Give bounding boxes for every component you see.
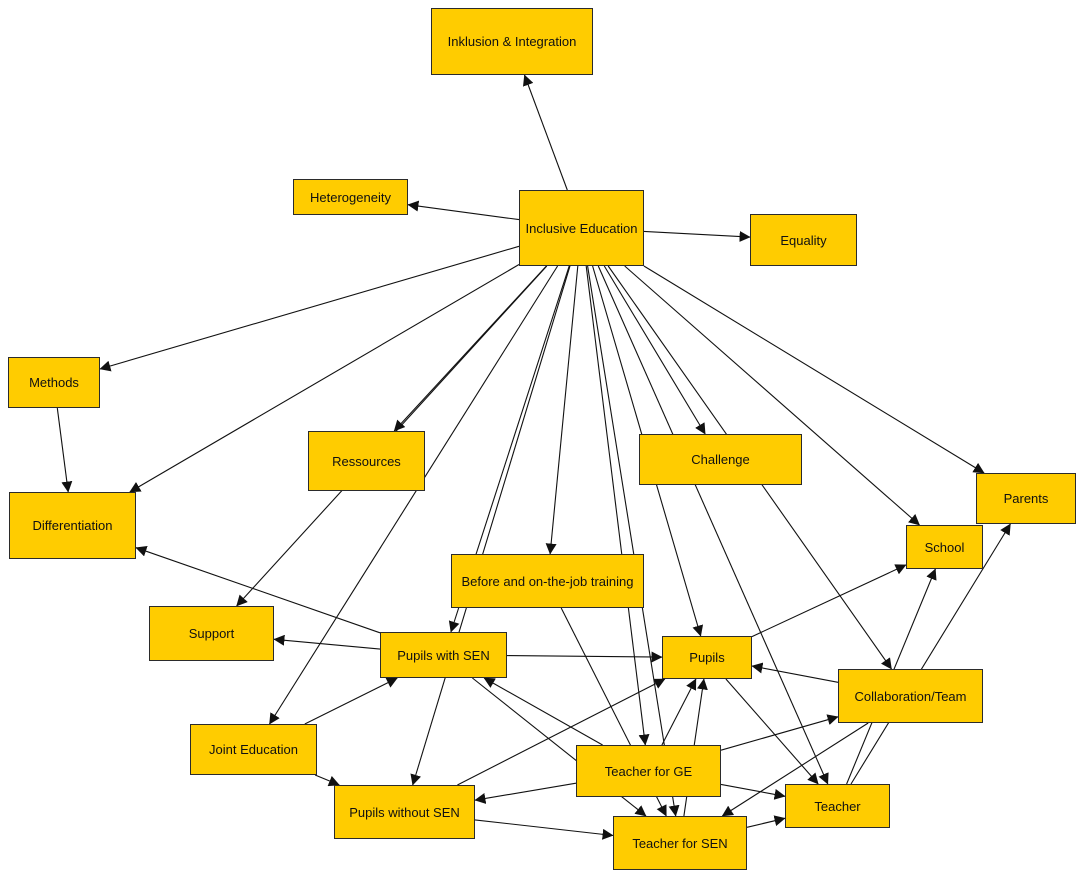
edge-teacherge-to-teacher	[720, 783, 786, 800]
edge-pupilssen-to-pupils	[506, 651, 663, 663]
edge-teacherge-to-collab	[720, 714, 839, 751]
node-label: Ressources	[332, 453, 401, 469]
node-heterogeneity[interactable]: Heterogeneity	[293, 179, 408, 215]
edge-inclusive-to-teachersen	[587, 265, 680, 817]
edge-inclusive-to-inklusion	[522, 74, 568, 191]
edge-inclusive-to-challenge	[603, 265, 706, 435]
node-joint-education[interactable]: Joint Education	[190, 724, 317, 775]
edge-inclusive-to-teacher	[597, 265, 829, 785]
edge-methods-to-differ	[56, 407, 73, 493]
node-label: School	[924, 539, 965, 555]
node-label: Before and on-the-job training	[461, 573, 634, 589]
node-teacher[interactable]: Teacher	[785, 784, 890, 828]
node-label: Parents	[1003, 491, 1049, 506]
edge-inclusive-to-methods	[99, 245, 520, 372]
node-label: Teacher for SEN	[632, 835, 728, 851]
edge-teacherge-to-pupils	[661, 678, 697, 746]
edge-pupilssen-to-differ	[135, 545, 381, 634]
node-label: Methods	[29, 375, 79, 390]
node-challenge[interactable]: Challenge	[639, 434, 802, 485]
edge-joint-to-pupilssen	[304, 677, 398, 725]
node-teacher-for-ge[interactable]: Teacher for GE	[576, 745, 721, 797]
edge-inclusive-to-training	[545, 265, 579, 555]
node-parents[interactable]: Parents	[976, 473, 1076, 524]
node-methods[interactable]: Methods	[8, 357, 100, 408]
edge-inclusive-to-joint	[269, 265, 559, 725]
node-equality[interactable]: Equality	[750, 214, 857, 266]
node-label: Collaboration/Team	[854, 688, 967, 704]
node-differentiation[interactable]: Differentiation	[9, 492, 136, 559]
node-inclusive-education[interactable]: Inclusive Education	[519, 190, 644, 266]
node-teacher-for-sen[interactable]: Teacher for SEN	[613, 816, 747, 870]
node-pupils-without-sen[interactable]: Pupils without SEN	[334, 785, 475, 839]
edge-joint-to-pupilswo	[314, 774, 340, 787]
node-pupils-with-sen[interactable]: Pupils with SEN	[380, 632, 507, 678]
edge-inclusive-to-school	[624, 265, 920, 526]
edge-inclusive-to-heterog	[407, 200, 520, 221]
node-pupils[interactable]: Pupils	[662, 636, 752, 679]
edge-inclusive-to-differ	[129, 264, 520, 493]
node-training[interactable]: Before and on-the-job training	[451, 554, 644, 608]
edge-collab-to-pupils	[751, 662, 839, 683]
edge-pupilswo-to-pupils	[457, 678, 666, 786]
node-label: Pupils	[689, 650, 725, 665]
node-ressources[interactable]: Ressources	[308, 431, 425, 491]
node-school[interactable]: School	[906, 525, 983, 569]
node-label: Pupils with SEN	[397, 647, 490, 663]
edge-teacher-to-parents	[850, 523, 1011, 785]
edge-pupils-to-school	[751, 564, 907, 638]
edge-inclusive-to-pupilswo	[410, 265, 571, 786]
edge-inclusive-to-teacherge	[585, 265, 650, 746]
node-label: Differentiation	[32, 518, 113, 533]
node-label: Support	[188, 626, 235, 641]
edge-pupils-to-teacher	[725, 678, 819, 785]
node-label: Teacher for GE	[604, 763, 693, 779]
node-label: Pupils without SEN	[349, 804, 460, 820]
node-label: Joint Education	[209, 742, 298, 757]
edge-pupilswo-to-teachersen	[474, 819, 614, 840]
node-label: Challenge	[691, 452, 750, 467]
node-label: Inklusion & Integration	[447, 34, 577, 49]
edge-teachersen-to-teacher	[746, 815, 786, 828]
node-inklusion-integration[interactable]: Inklusion & Integration	[431, 8, 593, 75]
edge-teacherge-to-pupilswo	[474, 782, 577, 804]
edge-inclusive-to-parents	[643, 265, 985, 474]
edge-teacherge-to-pupilssen	[483, 677, 603, 746]
edge-inclusive-to-equality	[643, 230, 751, 243]
edge-collab-to-teachersen	[721, 722, 869, 817]
node-support[interactable]: Support	[149, 606, 274, 661]
edge-pupilssen-to-support	[273, 634, 381, 650]
node-label: Equality	[780, 232, 827, 248]
node-label: Inclusive Education	[525, 220, 638, 236]
node-collaboration-team[interactable]: Collaboration/Team	[838, 669, 983, 723]
node-label: Heterogeneity	[310, 189, 391, 205]
node-label: Teacher	[814, 798, 861, 814]
